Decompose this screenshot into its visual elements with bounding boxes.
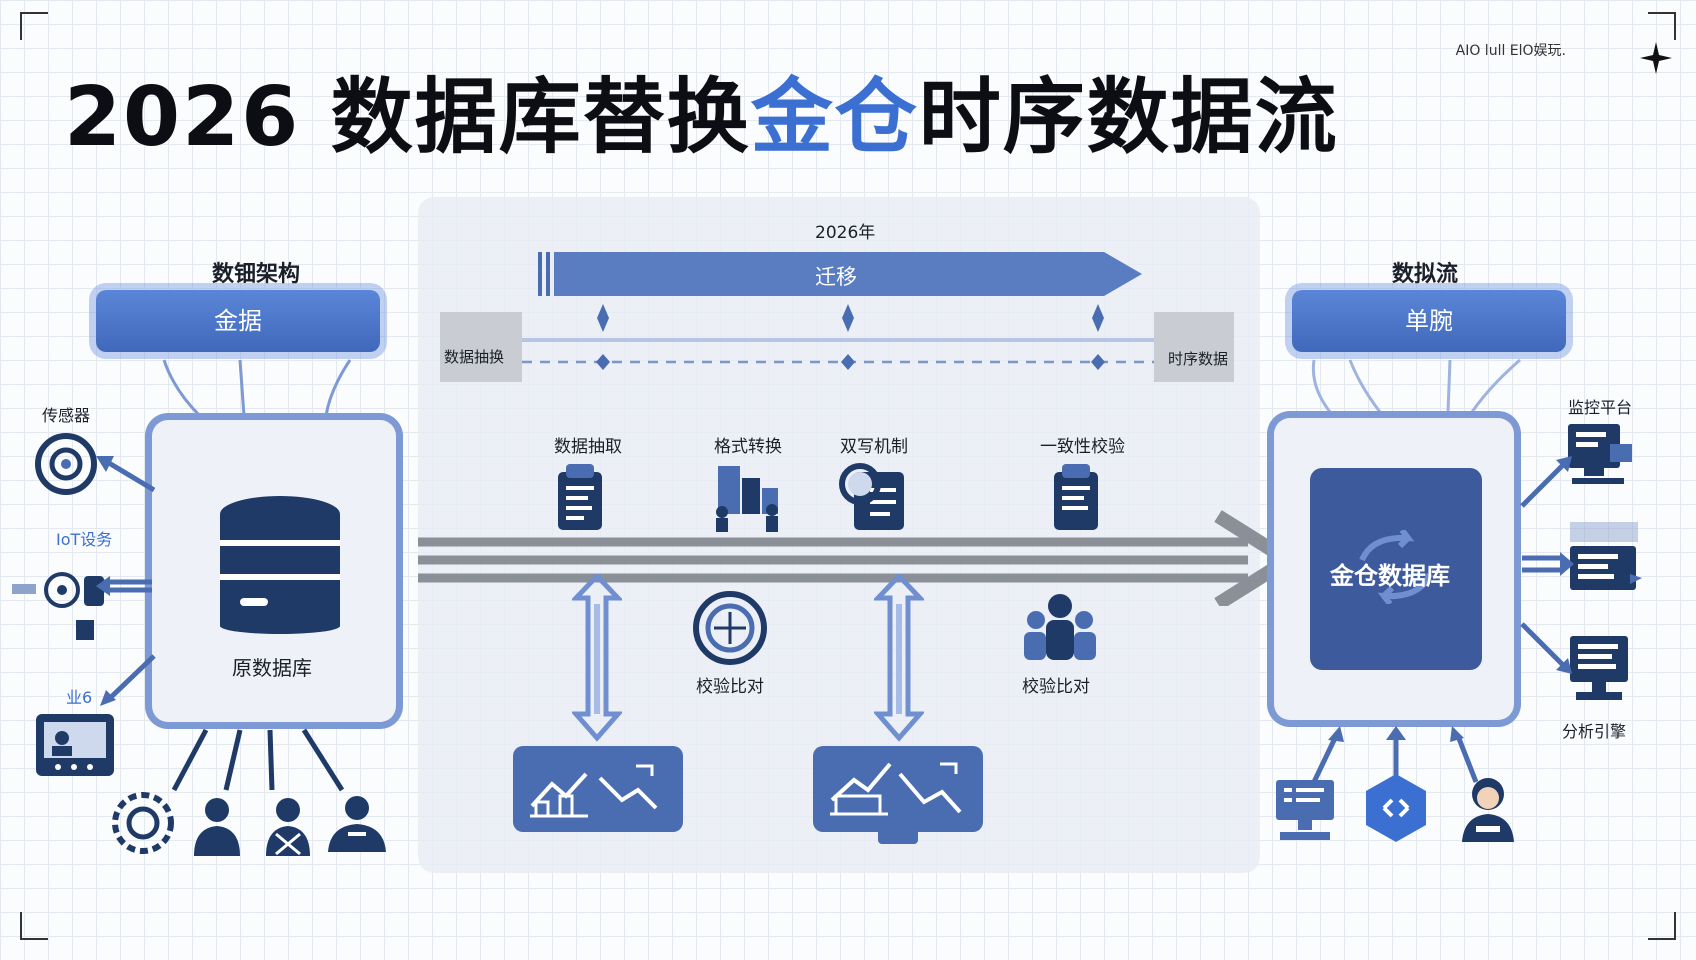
user-support-icon [1462,778,1514,842]
laptop-icon [1276,780,1334,840]
title-prefix: 2026 数据库替换 [64,70,751,165]
main-flow-arrow [418,510,1296,606]
source-pill: 金据 [96,290,380,352]
monitor-dashboard-icon [1568,424,1632,484]
input-arrows [96,456,156,706]
timeline-year: 2026年 [815,223,876,243]
input-label-other: 业6 [66,688,93,707]
title-accent: 金仓 [750,70,919,165]
sync-arrow-left [572,574,622,742]
gauge-check-icon [693,591,767,665]
iot-device-icon [12,572,104,640]
brand-text: AIO lull ElO娱玩. [1455,43,1566,59]
page-title: 2026 数据库替换金仓时序数据流 [64,68,1339,168]
timeline-left-tag: 数据抽换 [444,348,505,366]
step-label-dualwrite: 双写机制 [840,437,908,457]
sync-loop-icon [1359,530,1433,604]
database-icon [220,496,340,634]
migrate-label: 迁移 [815,265,857,289]
server-clipboard-icon [1054,464,1098,530]
gear-icon [112,792,174,854]
trend-card-left [513,746,683,832]
screen-dashboard-icon [1570,522,1642,590]
timeline-right-tag: 时序数据 [1168,350,1229,368]
step-label-transform: 格式转换 [714,437,782,457]
operator-icon [328,796,386,852]
corner-mark-tr [1648,12,1676,40]
target-pill: 单腕 [1292,290,1566,352]
bottom-feed-arrows [171,728,345,792]
output-label-monitor: 监控平台 [1568,398,1633,417]
target-heading: 数拟流 [1391,262,1458,287]
corner-mark-br [1648,912,1676,940]
trend-chart-icon [830,762,962,816]
target-db-core [1310,468,1482,670]
video-screen-icon [36,714,114,776]
engineer-icon [266,798,310,856]
team-icon [1024,594,1096,660]
input-label-sensor: 传感器 [42,406,91,425]
source-pill-links [162,359,352,418]
worker-icon [194,798,240,856]
input-label-iot: IoT设务 [56,530,113,549]
magnifier-document-icon [839,463,904,530]
people-chart-icon [716,466,778,532]
corner-mark-bl [20,912,48,940]
step-label-extract: 数据抽取 [554,437,622,457]
monitor-stand [878,832,918,844]
output-label-analysis: 分析引擎 [1562,722,1627,741]
hexagon-code-icon [1366,774,1426,842]
source-heading: 数钿架构 [211,262,300,287]
server-terminal-icon [1570,636,1628,700]
sensor-icon [35,433,97,495]
step-label-consistency: 一致性校验 [1040,437,1125,457]
sync-arrow-right [874,574,924,742]
check-label-1: 校验比对 [696,677,764,697]
server-clipboard-icon [558,464,602,530]
target-pill-links [1311,358,1521,413]
output-arrows [1520,456,1574,674]
migrate-arrow [538,252,1142,296]
target-db-label: 金仓数据库 [1330,562,1450,590]
sparkle-icon [1640,42,1672,74]
source-db-label: 原数据库 [232,656,312,680]
check-label-2: 校验比对 [1022,677,1090,697]
timeline-rails [440,304,1234,382]
title-suffix: 时序数据流 [918,70,1339,165]
trend-chart-icon [530,764,658,818]
corner-mark-tl [20,12,48,40]
